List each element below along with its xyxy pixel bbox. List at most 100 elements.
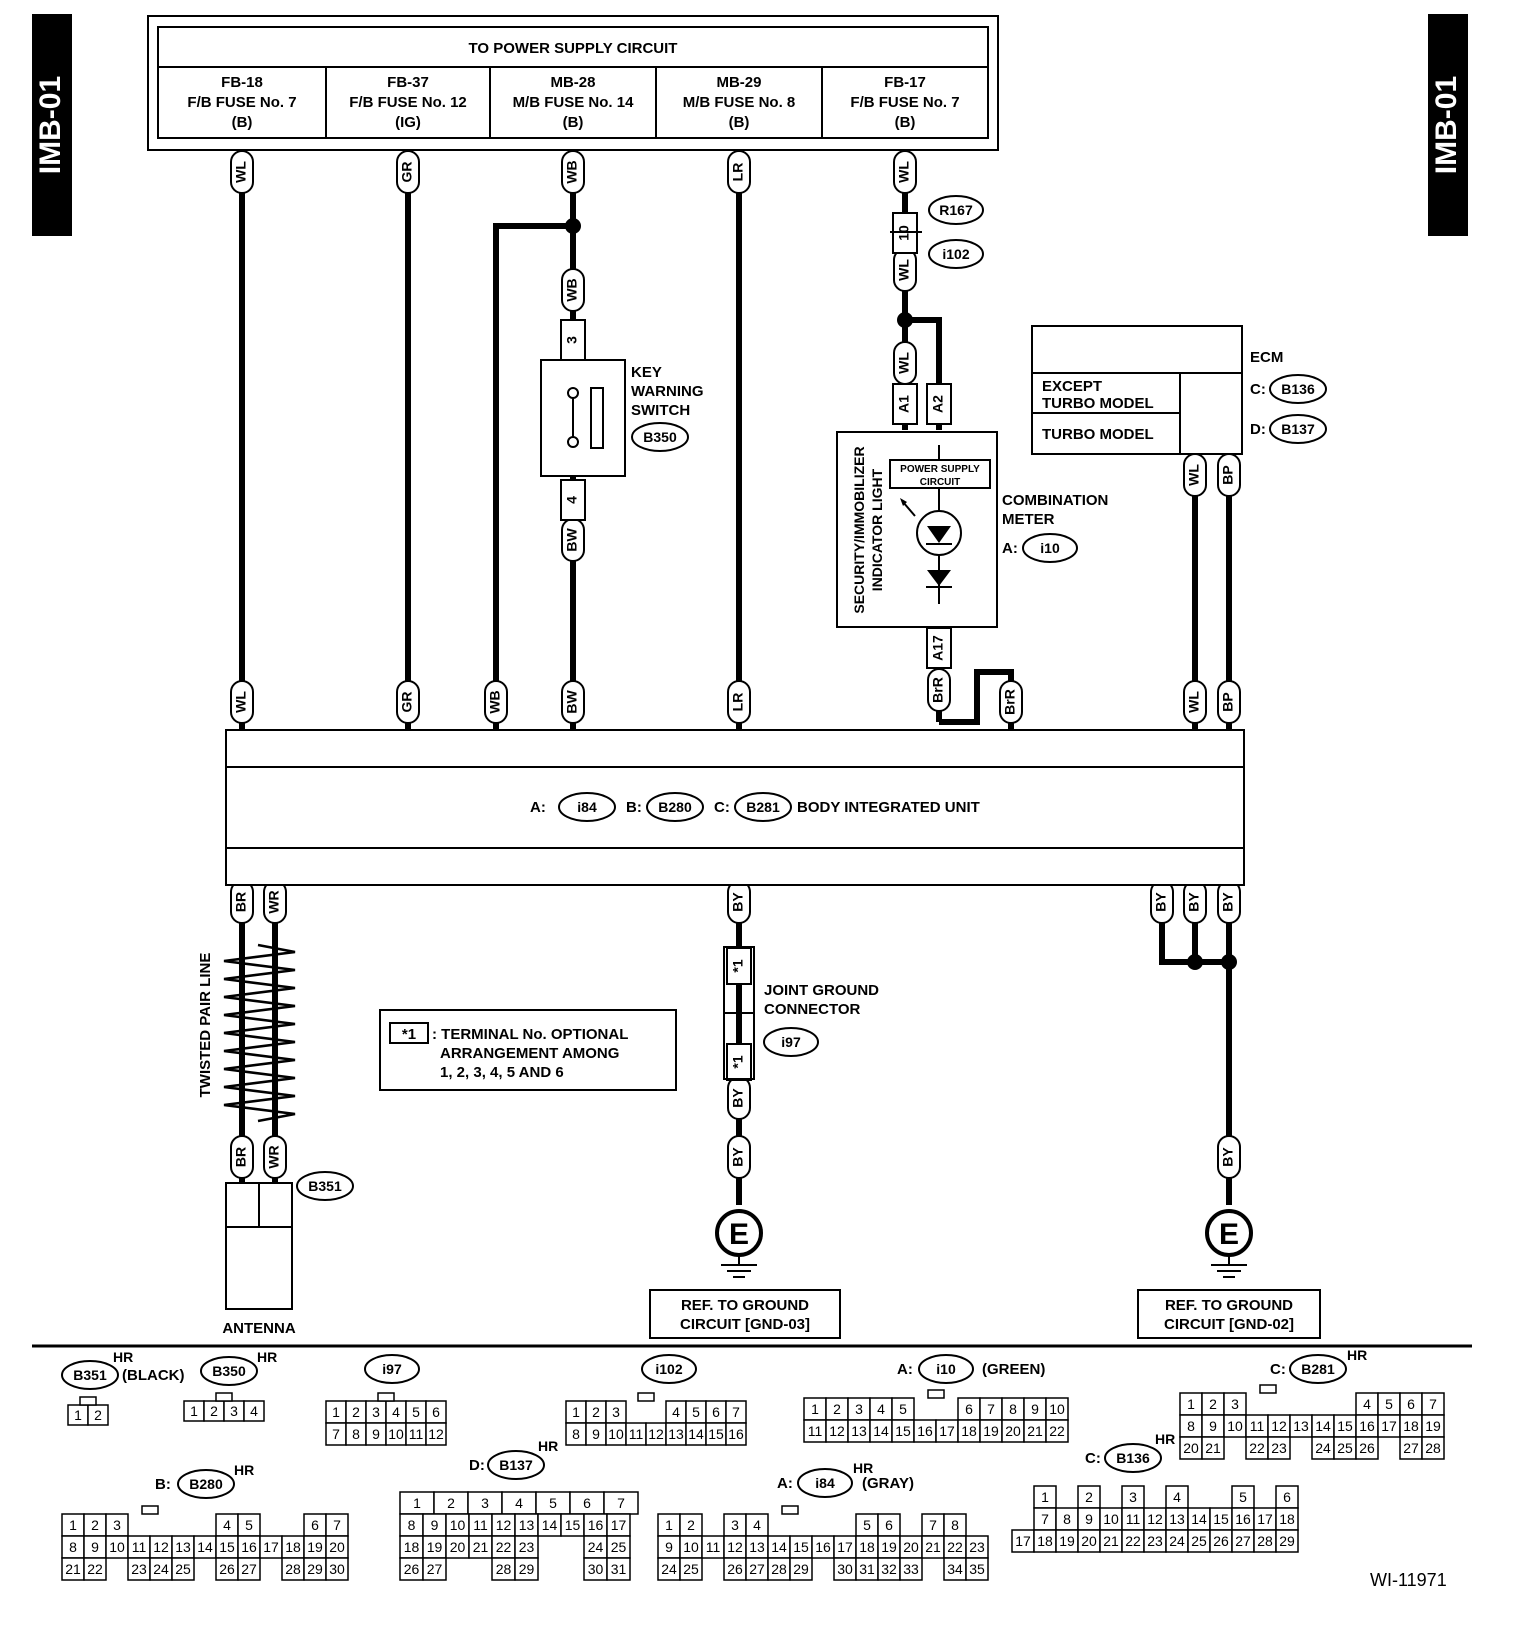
svg-text:17: 17 [263,1539,279,1555]
svg-text:1, 2, 3, 4, 5 AND 6: 1, 2, 3, 4, 5 AND 6 [440,1064,564,1081]
svg-text:27: 27 [1235,1533,1251,1549]
svg-text:14: 14 [1315,1418,1331,1434]
pin-tag: *1 [726,1043,752,1081]
svg-text:19: 19 [427,1539,443,1555]
svg-text:TURBO MODEL: TURBO MODEL [1042,426,1154,443]
svg-text:WR: WR [266,890,282,913]
svg-text:11: 11 [629,1426,644,1442]
svg-text:11: 11 [706,1539,721,1555]
svg-text:23: 23 [131,1561,147,1577]
wire-color-tag: BrR [999,680,1023,724]
svg-text:A:: A: [897,1361,913,1378]
svg-text:22: 22 [1049,1423,1065,1439]
svg-text:13: 13 [668,1426,684,1442]
pin-tag: A17 [926,627,952,669]
pin-tag: 4 [560,479,586,521]
svg-text:2: 2 [833,1401,841,1417]
svg-text:17: 17 [1257,1511,1273,1527]
svg-text:FB-17: FB-17 [884,74,926,91]
svg-text:14: 14 [688,1426,704,1442]
svg-text:B351: B351 [73,1367,107,1383]
svg-text:HR: HR [1155,1431,1175,1447]
svg-text:B:: B: [626,799,642,816]
svg-text:19: 19 [307,1539,323,1555]
ecm: EXCEPT TURBO MODEL TURBO MODEL ECM C: B1… [1031,325,1327,455]
svg-text:26: 26 [404,1561,420,1577]
svg-text:25: 25 [175,1561,191,1577]
wire-color-tag: LR [727,150,751,194]
svg-text:REF. TO GROUND: REF. TO GROUND [1165,1297,1293,1314]
svg-text:CIRCUIT: CIRCUIT [920,477,961,488]
svg-text:WL: WL [233,161,249,183]
connector-ref-r167: R167 [928,195,984,225]
svg-text:18: 18 [404,1539,420,1555]
svg-text:13: 13 [749,1539,765,1555]
svg-text:8: 8 [572,1426,580,1442]
side-tag-right: IMB-01 [1428,14,1468,236]
svg-text:8: 8 [408,1517,416,1533]
wire-color-tag: WL [893,341,917,385]
svg-text:24: 24 [1169,1533,1185,1549]
svg-text:D:: D: [469,1457,485,1474]
svg-text:F/B FUSE No. 7: F/B FUSE No. 7 [187,94,296,111]
svg-text:7: 7 [617,1495,625,1511]
svg-text:10: 10 [450,1517,466,1533]
svg-text:i84: i84 [815,1475,835,1491]
svg-text:4: 4 [250,1403,258,1419]
svg-text:10: 10 [608,1426,624,1442]
svg-text:BrR: BrR [930,677,946,703]
svg-text:19: 19 [983,1423,999,1439]
svg-text:6: 6 [712,1404,720,1420]
svg-text:15: 15 [1213,1511,1229,1527]
wire-color-tag: WL [1183,453,1207,497]
svg-text:16: 16 [241,1539,257,1555]
svg-text:SWITCH: SWITCH [631,402,690,419]
svg-text:A17: A17 [930,635,946,661]
svg-text:5: 5 [863,1517,871,1533]
svg-text:B281: B281 [746,799,780,815]
svg-text:i97: i97 [382,1361,402,1377]
svg-text:FB-37: FB-37 [387,74,429,91]
power-cell-mb29: MB-29M/B FUSE No. 8(B) [683,74,796,131]
svg-text:2: 2 [1209,1396,1217,1412]
svg-text:CONNECTOR: CONNECTOR [764,1001,861,1018]
svg-text:25: 25 [611,1539,627,1555]
svg-text:3: 3 [731,1517,739,1533]
svg-text:1: 1 [69,1517,77,1533]
svg-text:15: 15 [1337,1418,1353,1434]
svg-text:REF. TO GROUND: REF. TO GROUND [681,1297,809,1314]
svg-text:M/B FUSE No. 8: M/B FUSE No. 8 [683,94,796,111]
svg-text:4: 4 [672,1404,680,1420]
svg-text:ARRANGEMENT AMONG: ARRANGEMENT AMONG [440,1045,619,1062]
svg-text:7: 7 [332,1426,340,1442]
svg-text:3: 3 [113,1517,121,1533]
svg-text:B280: B280 [189,1476,223,1492]
svg-text:22: 22 [1125,1533,1141,1549]
svg-text:6: 6 [965,1401,973,1417]
svg-text:10: 10 [683,1539,699,1555]
svg-text:ANTENNA: ANTENNA [222,1320,295,1337]
svg-text:27: 27 [749,1561,765,1577]
svg-text:i10: i10 [936,1361,956,1377]
svg-text:18: 18 [1403,1418,1419,1434]
svg-text:WB: WB [487,690,503,713]
svg-text:9: 9 [592,1426,600,1442]
body-integrated-unit: A: i84 B: B280 C: B281 BODY INTEGRATED U… [225,729,1245,886]
svg-text:B350: B350 [212,1363,246,1379]
svg-text:2: 2 [592,1404,600,1420]
svg-text:8: 8 [1009,1401,1017,1417]
svg-text:14: 14 [771,1539,787,1555]
svg-text:11: 11 [132,1539,147,1555]
svg-text:3: 3 [1231,1396,1239,1412]
pin-tag: *1 [726,947,752,985]
wire-color-tag: BY [1183,880,1207,924]
power-supply-title: TO POWER SUPPLY CIRCUIT [469,40,678,57]
svg-text:29: 29 [793,1561,809,1577]
svg-text:26: 26 [1359,1440,1375,1456]
svg-text:D:: D: [1250,421,1266,438]
svg-text:COMBINATION: COMBINATION [1002,492,1108,509]
wire-color-tag: WR [263,1135,287,1179]
